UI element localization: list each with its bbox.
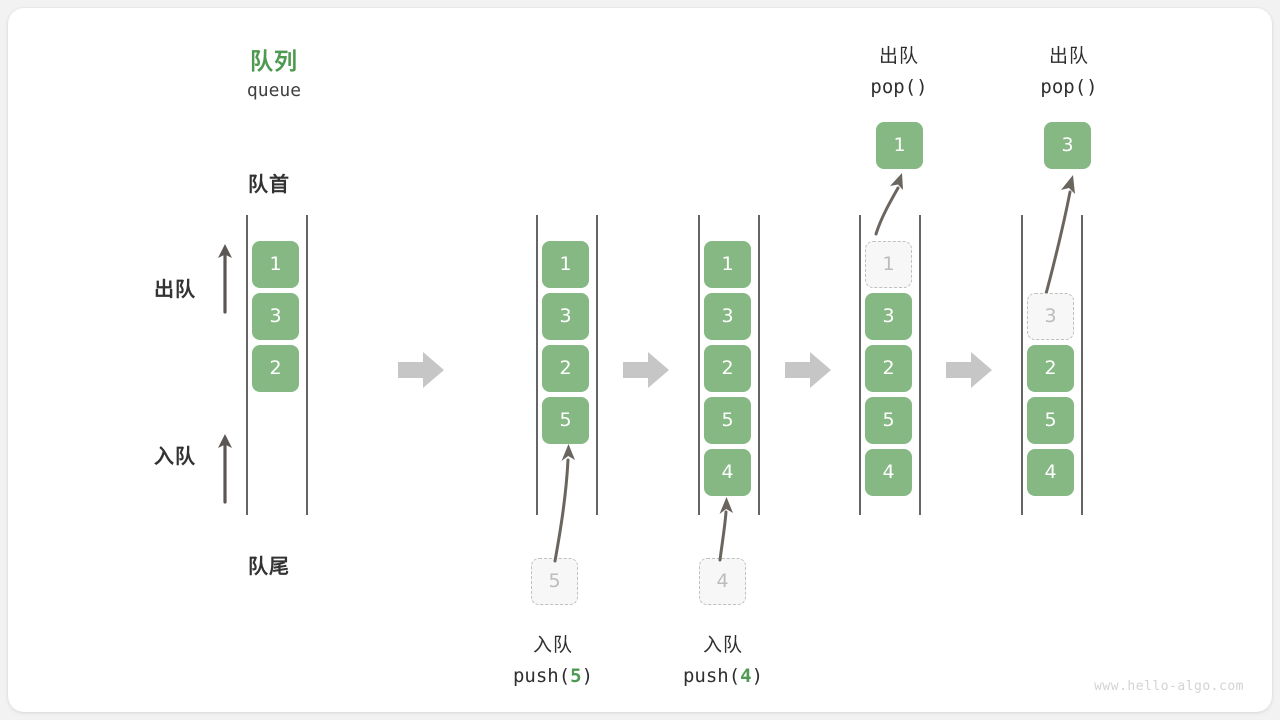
stage-caption-zh: 入队: [702, 634, 743, 656]
caption-code-prefix: push(: [512, 665, 571, 687]
label-front: 队首: [248, 172, 290, 196]
pop-arrow: [1042, 175, 1075, 303]
incoming-ghost-cell: 5: [531, 558, 578, 605]
enqueue-direction-arrow: [218, 434, 232, 504]
queue-cell: 1: [704, 241, 751, 288]
step-arrow-icon: [398, 352, 444, 388]
stage-header-zh: 出队: [1048, 45, 1089, 67]
queue-rail-left: [698, 215, 700, 515]
queue-cell: 5: [865, 397, 912, 444]
queue-cell: 1: [865, 241, 912, 288]
popped-cell: 1: [876, 122, 923, 169]
label-back: 队尾: [248, 554, 290, 578]
caption-code-number: 5: [570, 665, 582, 687]
queue-rail-left: [536, 215, 538, 515]
queue-cell: 2: [865, 345, 912, 392]
queue-cell: 5: [1027, 397, 1074, 444]
queue-rail-right: [596, 215, 598, 515]
queue-cell: 4: [865, 449, 912, 496]
queue-cell: 3: [542, 293, 589, 340]
queue-rail-right: [1081, 215, 1083, 515]
push-arrow: [718, 497, 733, 562]
caption-code-number: 4: [740, 665, 752, 687]
queue-cell: 2: [704, 345, 751, 392]
queue-rail-right: [306, 215, 308, 515]
stage-header-zh: 出队: [878, 45, 919, 67]
caption-code-prefix: push(: [682, 665, 741, 687]
queue-cell: 4: [704, 449, 751, 496]
page-title-zh: 队列: [250, 49, 298, 75]
stage-caption-code: push(5): [488, 665, 618, 687]
watermark: www.hello-algo.com: [1094, 679, 1244, 694]
step-arrow-icon: [623, 352, 669, 388]
pop-arrow: [874, 173, 903, 236]
queue-cell: 2: [1027, 345, 1074, 392]
stage-header-code: pop(): [870, 76, 928, 98]
dequeue-direction-arrow: [218, 244, 232, 314]
queue-cell: 5: [542, 397, 589, 444]
queue-cell: 3: [704, 293, 751, 340]
queue-cell: 2: [252, 345, 299, 392]
push-arrow: [553, 444, 575, 563]
queue-rail-left: [246, 215, 248, 515]
step-arrow-icon: [946, 352, 992, 388]
stage-caption-code: push(4): [658, 665, 788, 687]
queue-cell: 5: [704, 397, 751, 444]
queue-cell: 4: [1027, 449, 1074, 496]
step-arrow-icon: [785, 352, 831, 388]
caption-code-suffix: ): [581, 665, 594, 687]
stage-caption-zh: 入队: [532, 634, 573, 656]
queue-rail-left: [1021, 215, 1023, 515]
caption-code-suffix: ): [751, 665, 764, 687]
queue-cell: 2: [542, 345, 589, 392]
stage-header-code: pop(): [1040, 76, 1098, 98]
label-dequeue: 出队: [154, 277, 196, 301]
queue-cell: 1: [542, 241, 589, 288]
incoming-ghost-cell: 4: [699, 558, 746, 605]
queue-rail-right: [919, 215, 921, 515]
popped-cell: 3: [1044, 122, 1091, 169]
diagram-card: 队列 queue 队首 队尾 出队 入队 1 3 2: [8, 8, 1272, 712]
queue-cell: 3: [1027, 293, 1074, 340]
queue-rail-right: [758, 215, 760, 515]
queue-cell: 3: [252, 293, 299, 340]
page-title-en: queue: [246, 80, 302, 101]
queue-cell: 3: [865, 293, 912, 340]
queue-rail-left: [859, 215, 861, 515]
label-enqueue: 入队: [154, 444, 196, 468]
queue-cell: 1: [252, 241, 299, 288]
